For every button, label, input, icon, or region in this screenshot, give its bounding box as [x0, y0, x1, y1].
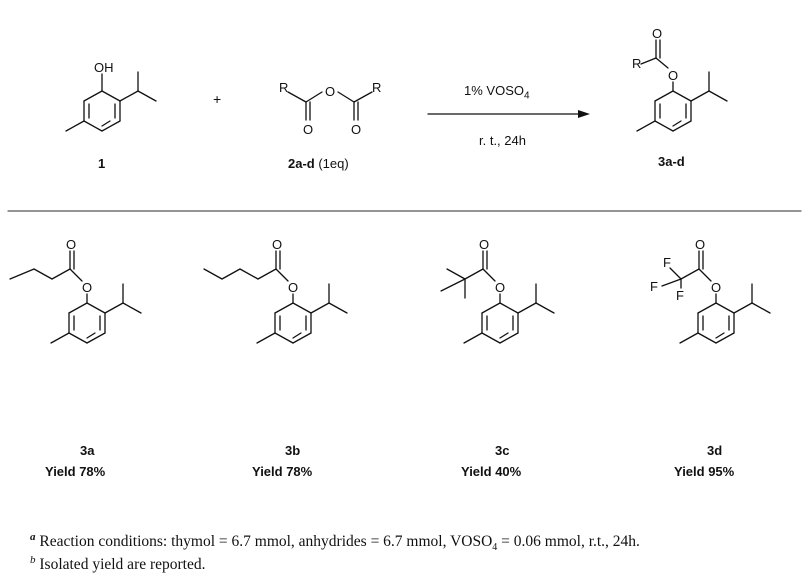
3d-fluorine-3: F — [676, 288, 684, 303]
product-3c-yield: Yield 40% — [461, 464, 522, 479]
catalyst-subscript: 4 — [523, 90, 530, 102]
anhydride-carbonyl-o-left: O — [303, 122, 313, 137]
reactant-2-label: 2a-d (1eq) — [288, 156, 349, 171]
reaction-conditions: r. t., 24h — [479, 133, 526, 148]
structure-3b — [203, 250, 348, 344]
product-ester-o: O — [668, 68, 678, 83]
3d-carbonyl-o: O — [695, 237, 705, 252]
footnote-b: b Isolated yield are reported. — [30, 553, 206, 574]
footnote-b-mark: b — [30, 553, 36, 566]
product-3b-yield: Yield 78% — [252, 464, 313, 479]
footnote-a-text: Reaction conditions: thymol = 6.7 mmol, … — [35, 533, 493, 550]
structure-3c — [440, 250, 555, 344]
reactant-2-equiv: (1eq) — [314, 156, 349, 171]
product-3a-id: 3a — [80, 443, 95, 458]
structure-3a — [9, 250, 142, 344]
footnote-b-text: Isolated yield are reported. — [35, 556, 206, 573]
footnote-a-subscript: 4 — [492, 542, 498, 554]
anhydride-r-right: R — [372, 80, 381, 95]
3c-ester-o: O — [495, 280, 505, 295]
product-3d-id: 3d — [707, 443, 723, 458]
arrowhead — [578, 110, 590, 118]
thymol-structure — [65, 71, 157, 132]
footnote-a-mark: a — [30, 530, 36, 543]
catalyst-formula: VOSO — [486, 83, 524, 98]
product-3d-yield: Yield 95% — [674, 464, 735, 479]
product-label: 3a-d — [658, 154, 685, 169]
anhydride-carbonyl-o-right: O — [351, 122, 361, 137]
structure-3d — [661, 250, 771, 344]
hydroxyl-label: OH — [94, 60, 114, 75]
plus-sign: + — [213, 91, 222, 107]
product-carbonyl-o: O — [652, 26, 662, 41]
footnote-a-text-end: = 0.06 mmol, r.t., 24h. — [497, 533, 640, 550]
3c-carbonyl-o: O — [479, 237, 489, 252]
product-r: R — [632, 56, 641, 71]
product-general-structure — [636, 39, 728, 132]
product-3c-id: 3c — [495, 443, 510, 458]
footnote-a: a Reaction conditions: thymol = 6.7 mmol… — [30, 530, 640, 554]
3b-carbonyl-o: O — [272, 237, 282, 252]
anhydride-structure — [287, 91, 373, 121]
3d-fluorine-1: F — [663, 255, 671, 270]
product-3a-yield: Yield 78% — [45, 464, 106, 479]
catalyst-label: 1% VOSO4 — [464, 83, 530, 101]
anhydride-bridge-o: O — [325, 84, 335, 99]
product-3b-id: 3b — [285, 443, 301, 458]
3a-ester-o: O — [82, 280, 92, 295]
3d-ester-o: O — [711, 280, 721, 295]
reactant-1-label: 1 — [98, 156, 106, 171]
catalyst-loading: 1% — [464, 83, 487, 98]
3d-fluorine-2: F — [650, 279, 658, 294]
3a-carbonyl-o: O — [66, 237, 76, 252]
reactant-2-id: 2a-d — [288, 156, 315, 171]
3b-ester-o: O — [288, 280, 298, 295]
anhydride-r-left: R — [279, 80, 288, 95]
